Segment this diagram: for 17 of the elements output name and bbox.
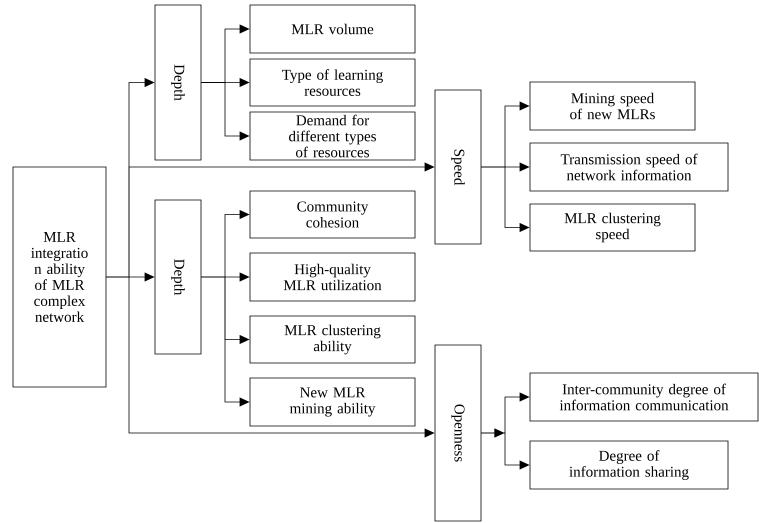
indicator-box: MLR clustering ability: [250, 316, 416, 364]
indicator-box: Community cohesion: [250, 190, 416, 238]
indicator-box: MLR clustering speed: [530, 204, 696, 252]
category-box: Depth: [154, 4, 202, 160]
indicator-box: Demand for different types of resources: [250, 112, 416, 160]
indicator-box: Mining speed of new MLRs: [530, 82, 696, 130]
indicator-box: New MLR mining ability: [250, 378, 416, 426]
category-box: Depth: [154, 200, 202, 354]
indicator-box: MLR volume: [250, 4, 416, 54]
indicator-box: Transmission speed of network information: [530, 142, 728, 192]
root-box: MLR integratio n ability of MLR complex network: [12, 166, 106, 388]
indicator-box: Inter-community degree of information communication: [530, 372, 758, 422]
category-box: Speed: [434, 90, 482, 244]
category-box: Openness: [434, 344, 482, 522]
indicator-box: High-quality MLR utilization: [250, 252, 416, 302]
indicator-box: Type of learning resources: [250, 58, 416, 106]
indicator-box: Degree of information sharing: [530, 440, 728, 490]
